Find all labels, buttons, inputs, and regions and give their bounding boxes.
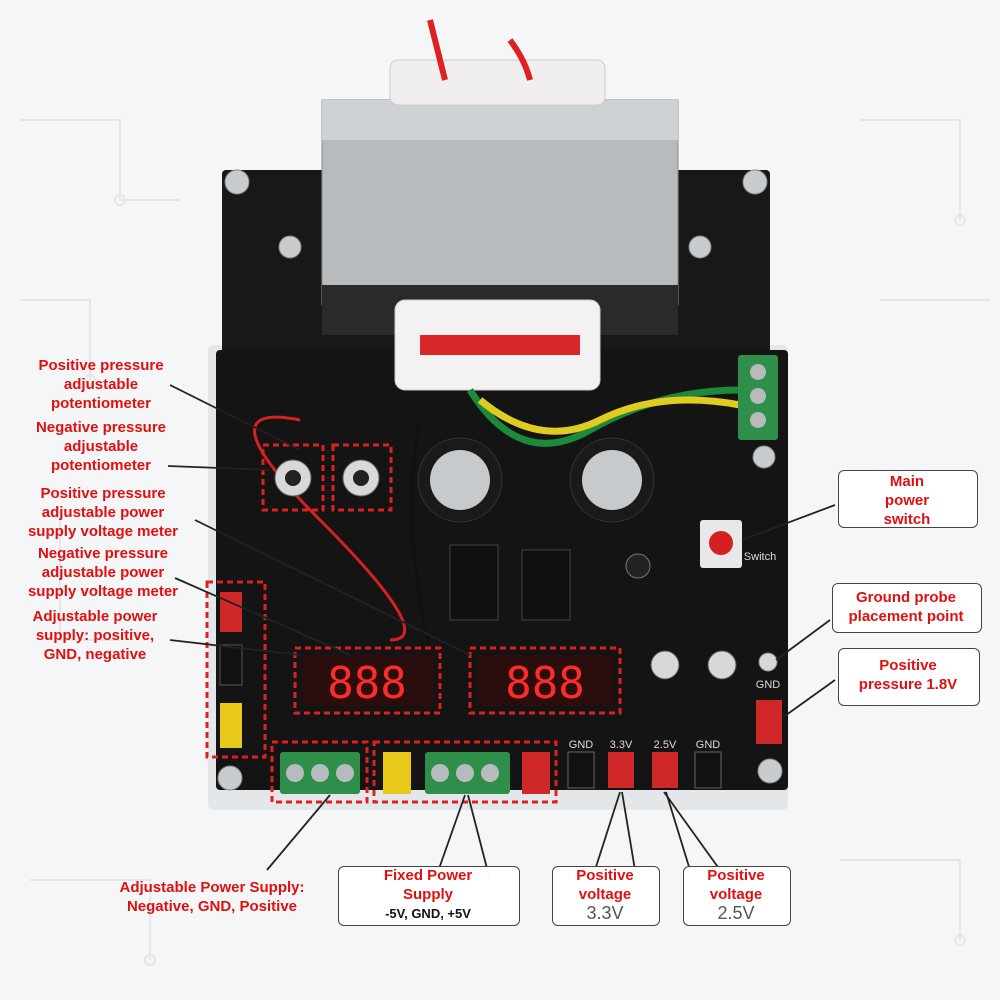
header-silk: GND bbox=[696, 739, 721, 751]
label-positive-meter: Positive pressure adjustable power suppl… bbox=[27, 485, 179, 540]
signal-wire bbox=[410, 419, 432, 651]
capacitor bbox=[417, 437, 655, 523]
adjustable-header[interactable] bbox=[205, 580, 267, 759]
fixed-terminal-block[interactable] bbox=[372, 740, 558, 804]
meter-digits: 888 bbox=[327, 658, 406, 709]
callout-box bbox=[838, 470, 978, 528]
transformer bbox=[321, 19, 679, 391]
adjustable-terminal-block[interactable] bbox=[270, 740, 369, 804]
header-silk: 2.5V bbox=[654, 739, 677, 751]
callout-box bbox=[683, 866, 791, 926]
switch-silk: Switch bbox=[744, 551, 776, 563]
heatsink bbox=[449, 544, 499, 621]
callout-box bbox=[338, 866, 520, 926]
fixed-supply-values: -5V, GND, +5V bbox=[385, 906, 471, 921]
label-positive-2-5v: Positive voltage 2.5V bbox=[683, 866, 789, 923]
label-positive-pot: Positive pressure adjustable potentiomet… bbox=[38, 357, 164, 412]
value-3-3v: 3.3V bbox=[586, 903, 624, 923]
label-positive-3-3v: Positive voltage 3.3V bbox=[552, 866, 658, 923]
pin-header-1-8v[interactable] bbox=[756, 700, 782, 744]
potentiometer[interactable] bbox=[331, 443, 393, 512]
heatsink bbox=[521, 549, 571, 621]
capacitor bbox=[707, 650, 737, 680]
gnd-silk: GND bbox=[756, 679, 781, 691]
label-positive-1-8v: Positive pressure 1.8V bbox=[858, 657, 958, 693]
background-circuit-pattern bbox=[20, 119, 990, 966]
voltage-meter-display: 888 bbox=[293, 646, 442, 715]
label-adjustable-bottom: Adjustable Power Supply: Negative, GND, … bbox=[119, 879, 305, 915]
label-ground-probe: Ground probe placement point bbox=[848, 589, 964, 625]
signal-wire bbox=[253, 415, 407, 642]
pin-header[interactable] bbox=[567, 751, 722, 789]
value-2-5v: 2.5V bbox=[717, 903, 755, 923]
screw-icon bbox=[217, 169, 783, 791]
label-negative-meter: Negative pressure adjustable power suppl… bbox=[27, 545, 179, 600]
main-power-switch[interactable] bbox=[700, 520, 742, 568]
label-negative-pot: Negative pressure adjustable potentiomet… bbox=[35, 419, 167, 474]
potentiometer[interactable] bbox=[261, 443, 325, 512]
header-silk: GND bbox=[569, 739, 594, 751]
ground-probe-point[interactable] bbox=[758, 652, 778, 672]
callout-box bbox=[838, 648, 980, 706]
ac-wires bbox=[467, 386, 741, 447]
header-silk: 3.3V bbox=[610, 739, 633, 751]
callout-box bbox=[832, 583, 982, 633]
callout-box bbox=[552, 866, 660, 926]
leader-lines bbox=[167, 384, 836, 881]
label-main-power-switch: Main power switch bbox=[883, 473, 931, 528]
capacitor bbox=[625, 553, 651, 579]
label-adjustable-supply: Adjustable power supply: positive, GND, … bbox=[32, 608, 158, 663]
voltage-meter-display: 888 bbox=[468, 646, 622, 715]
capacitor bbox=[650, 650, 680, 680]
meter-digits: 888 bbox=[505, 658, 584, 709]
label-fixed-supply: Fixed Power Supply -5V, GND, +5V bbox=[338, 866, 518, 923]
